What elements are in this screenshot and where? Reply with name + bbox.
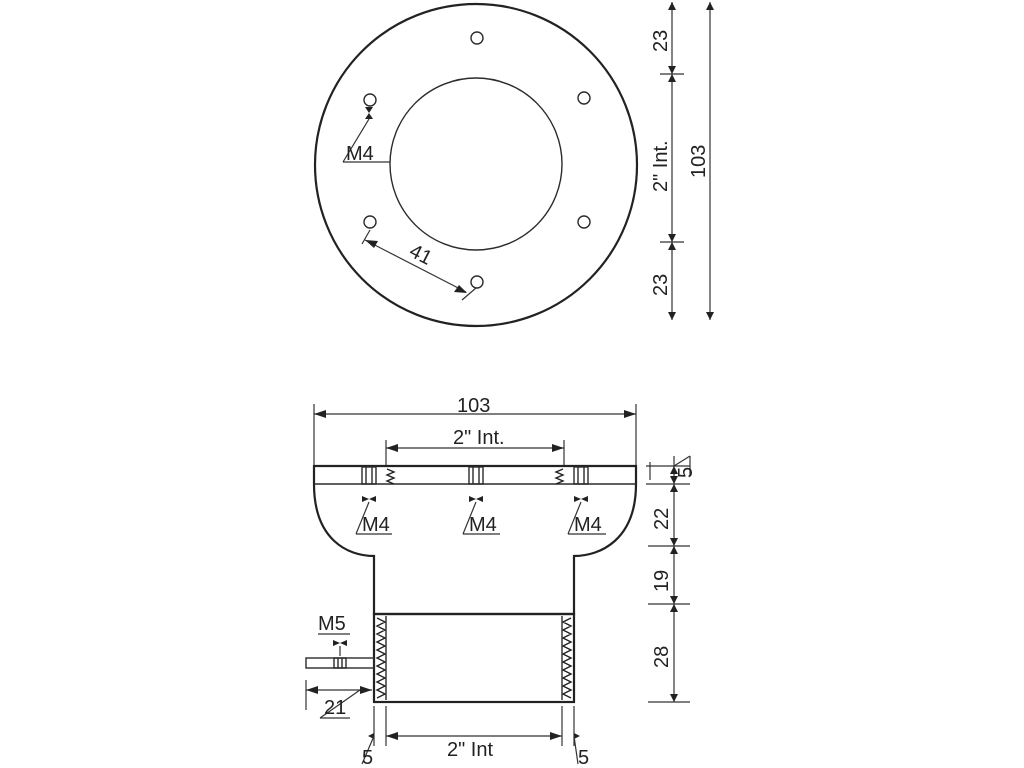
bolt-hole (577, 215, 591, 229)
side-view: 103 2" Int. (305, 395, 697, 768)
dim-19: 19 (651, 570, 673, 592)
flange-body-outline (312, 464, 638, 616)
top-view: M4 41 23 2" Int. 2 (313, 2, 714, 328)
dim-23-bottom: 23 (650, 274, 672, 296)
m4-label-left: M4 (362, 514, 390, 536)
pitch-label: 41 (406, 240, 436, 270)
dim-5-flange: 5 (675, 467, 697, 478)
dim-5-right: 5 (578, 747, 589, 768)
m4-leaders-side: M4 M4 M4 (355, 496, 606, 536)
m4-leader: M4 (342, 107, 390, 165)
m4-label-mid: M4 (469, 514, 497, 536)
m4-label-top: M4 (346, 143, 374, 165)
threaded-socket (372, 612, 576, 704)
dim-103-horizontal: 103 (457, 395, 490, 417)
dim-bore-top: 2" Int. (650, 140, 672, 192)
m5-side-port: M5 (305, 613, 375, 669)
bolt-hole (577, 91, 591, 105)
overall-width-dim: 103 (313, 395, 637, 466)
dim-bore-side: 2" Int. (453, 427, 505, 449)
m5-label: M5 (318, 613, 346, 635)
dim-5-left: 5 (362, 747, 373, 768)
bore-width-dim: 2" Int. (385, 427, 565, 466)
top-view-vertical-dims: 23 2" Int. 23 103 (650, 2, 714, 320)
dim-23-top: 23 (650, 30, 672, 52)
bolt-hole (470, 31, 484, 45)
side-view-vertical-dims: 5 22 19 28 (646, 455, 697, 703)
bottom-dims: 2" Int 5 5 (361, 706, 589, 768)
bolt-hole (363, 93, 377, 107)
dim-22: 22 (651, 508, 673, 530)
dim-21: 21 (305, 680, 372, 719)
bore-circle (389, 77, 563, 251)
flange-outer-circle (313, 2, 639, 328)
pitch-dimension: 41 (361, 229, 477, 301)
bolt-hole (363, 215, 377, 229)
dim-bore-bottom: 2" Int (447, 739, 493, 761)
socket-threads (375, 616, 573, 700)
bolt-hole (470, 275, 484, 289)
dim-103-vertical: 103 (688, 145, 710, 178)
dim-21-label: 21 (324, 697, 346, 719)
dim-28: 28 (651, 646, 673, 668)
flange-tapped-holes (361, 466, 589, 485)
m4-label-right: M4 (574, 514, 602, 536)
